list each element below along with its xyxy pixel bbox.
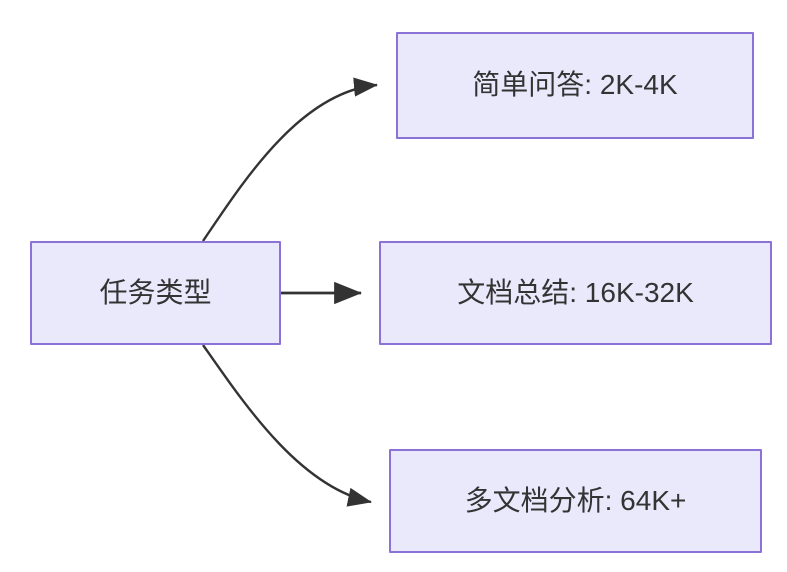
- node-simple-qa[interactable]: 简单问答: 2K-4K: [396, 32, 754, 139]
- node-label: 多文档分析: 64K+: [464, 484, 687, 516]
- node-task-type[interactable]: 任务类型: [30, 241, 281, 345]
- node-label: 任务类型: [99, 276, 212, 308]
- node-multi-document-analysis[interactable]: 多文档分析: 64K+: [389, 449, 762, 553]
- node-label: 简单问答: 2K-4K: [472, 69, 678, 101]
- edge-root-to-simple: [202, 77, 378, 242]
- edge-root-to-multi: [202, 344, 372, 507]
- node-document-summary[interactable]: 文档总结: 16K-32K: [379, 241, 772, 345]
- node-label: 文档总结: 16K-32K: [457, 276, 694, 308]
